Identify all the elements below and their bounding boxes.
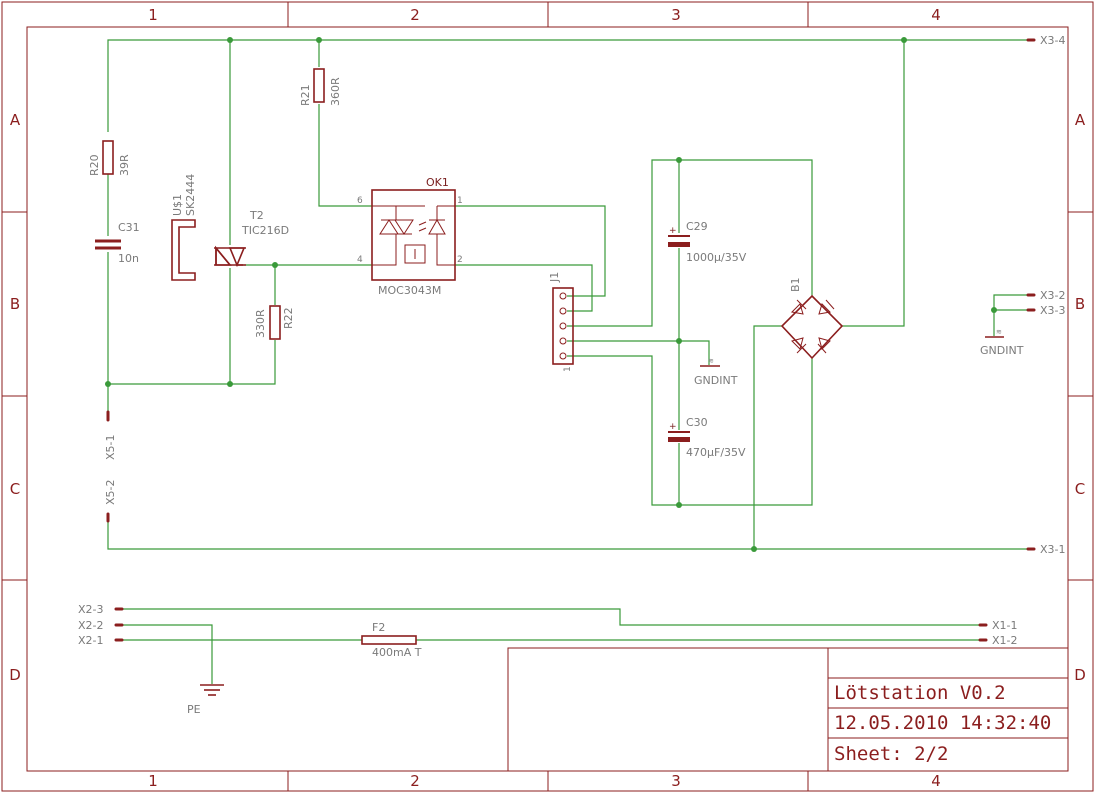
triac-t2: T2 TIC216D — [214, 209, 289, 268]
x1-1-label: X1-1 — [992, 619, 1018, 632]
nets — [107, 39, 1028, 684]
zone-row-left-b: B — [10, 295, 20, 313]
junctions — [105, 37, 997, 552]
gndint-symbol-center: ≋ GNDINT — [694, 357, 738, 387]
zone-row-left-a: A — [10, 111, 21, 129]
r20-value: 39R — [118, 154, 131, 176]
zone-col-top-1: 1 — [148, 6, 158, 24]
ok1-pin-4: 4 — [357, 255, 363, 265]
x2-2-label: X2-2 — [78, 619, 104, 632]
j1-pin1: 1 — [563, 366, 573, 372]
r20-name: R20 — [88, 154, 101, 176]
svg-text:+: + — [669, 226, 677, 236]
c31-value: 10n — [118, 252, 139, 265]
zone-col-bottom-4: 4 — [931, 772, 941, 790]
c31-name: C31 — [118, 221, 140, 234]
x1-2-label: X1-2 — [992, 634, 1018, 647]
ok1-pin-6: 6 — [357, 196, 363, 206]
zone-col-top-3: 3 — [671, 6, 681, 24]
heatsink-u1: U$1 SK2444 — [171, 174, 197, 281]
c29-name: C29 — [686, 220, 708, 233]
resistor-r21: R21 360R — [299, 68, 342, 106]
r21-name: R21 — [299, 84, 312, 106]
zone-col-bottom-2: 2 — [410, 772, 420, 790]
zone-row-right-b: B — [1075, 295, 1085, 313]
svg-text:≋: ≋ — [708, 357, 714, 365]
svg-text:+: + — [669, 422, 677, 432]
ok1-name: OK1 — [426, 176, 449, 189]
zone-labels: 1 2 3 4 1 2 3 4 A B C D A B C D — [9, 6, 1086, 790]
capacitor-c29: + C29 1000µ/35V — [668, 220, 747, 264]
connector-labels: X3-4 X3-2 X3-3 X3-1 X5-1 X5-2 X2-3 X2-2 … — [78, 34, 1066, 647]
zone-row-left-d: D — [9, 666, 21, 684]
j1-name: J1 — [548, 272, 561, 283]
x3-3-label: X3-3 — [1040, 304, 1066, 317]
c30-name: C30 — [686, 416, 708, 429]
r21-value: 360R — [329, 77, 342, 106]
ok1-value: MOC3043M — [378, 284, 441, 297]
zone-row-right-c: C — [1075, 480, 1085, 498]
ok1-pin-1: 1 — [457, 196, 463, 206]
x3-1-label: X3-1 — [1040, 543, 1066, 556]
gndint-symbol-right: ≋ GNDINT — [980, 328, 1024, 357]
zone-row-left-c: C — [10, 480, 20, 498]
fuse-f2: F2 400mA T — [361, 621, 422, 659]
t2-name: T2 — [249, 209, 264, 222]
gndint-label-2: GNDINT — [980, 344, 1024, 357]
pe-ground-symbol: PE — [187, 684, 224, 716]
zone-col-bottom-1: 1 — [148, 772, 158, 790]
pe-label: PE — [187, 703, 201, 716]
zone-col-top-4: 4 — [931, 6, 941, 24]
t2-value: TIC216D — [241, 224, 289, 237]
u1-value: SK2444 — [184, 174, 197, 216]
x5-1-label: X5-1 — [104, 434, 117, 460]
title-block: Lötstation V0.2 12.05.2010 14:32:40 Shee… — [507, 647, 1069, 772]
zone-row-right-a: A — [1075, 111, 1086, 129]
svg-text:≋: ≋ — [996, 328, 1002, 336]
x5-2-label: X5-2 — [104, 479, 117, 505]
bridge-rectifier-b1: B1 — [780, 277, 844, 360]
zone-col-bottom-3: 3 — [671, 772, 681, 790]
resistor-r22: 330R R22 — [254, 305, 295, 340]
connector-j1: J1 1 — [548, 272, 574, 372]
date-text: 12.05.2010 14:32:40 — [834, 712, 1051, 734]
zone-col-top-2: 2 — [410, 6, 420, 24]
c29-value: 1000µ/35V — [686, 251, 747, 264]
sheet-number: Sheet: 2/2 — [834, 743, 948, 765]
c30-value: 470µF/35V — [686, 446, 746, 459]
ok1-pin-2: 2 — [457, 255, 463, 265]
x2-3-label: X2-3 — [78, 603, 104, 616]
capacitor-c31: C31 10n — [95, 221, 140, 265]
x3-2-label: X3-2 — [1040, 289, 1066, 302]
optocoupler-ok1: OK1 MOC3043M 6 1 4 2 — [357, 176, 463, 297]
f2-value: 400mA T — [372, 646, 422, 659]
u1-name: U$1 — [171, 194, 184, 216]
r22-name: R22 — [282, 307, 295, 329]
x2-1-label: X2-1 — [78, 634, 104, 647]
capacitor-c30: + C30 470µF/35V — [668, 416, 746, 459]
x3-4-label: X3-4 — [1040, 34, 1066, 47]
connector-pins — [106, 38, 1036, 642]
r22-value: 330R — [254, 309, 267, 338]
b1-name: B1 — [789, 277, 802, 292]
f2-name: F2 — [372, 621, 385, 634]
title-text: Lötstation V0.2 — [834, 682, 1006, 704]
resistor-r20: R20 39R — [88, 140, 131, 176]
zone-row-right-d: D — [1074, 666, 1086, 684]
gndint-label-1: GNDINT — [694, 374, 738, 387]
